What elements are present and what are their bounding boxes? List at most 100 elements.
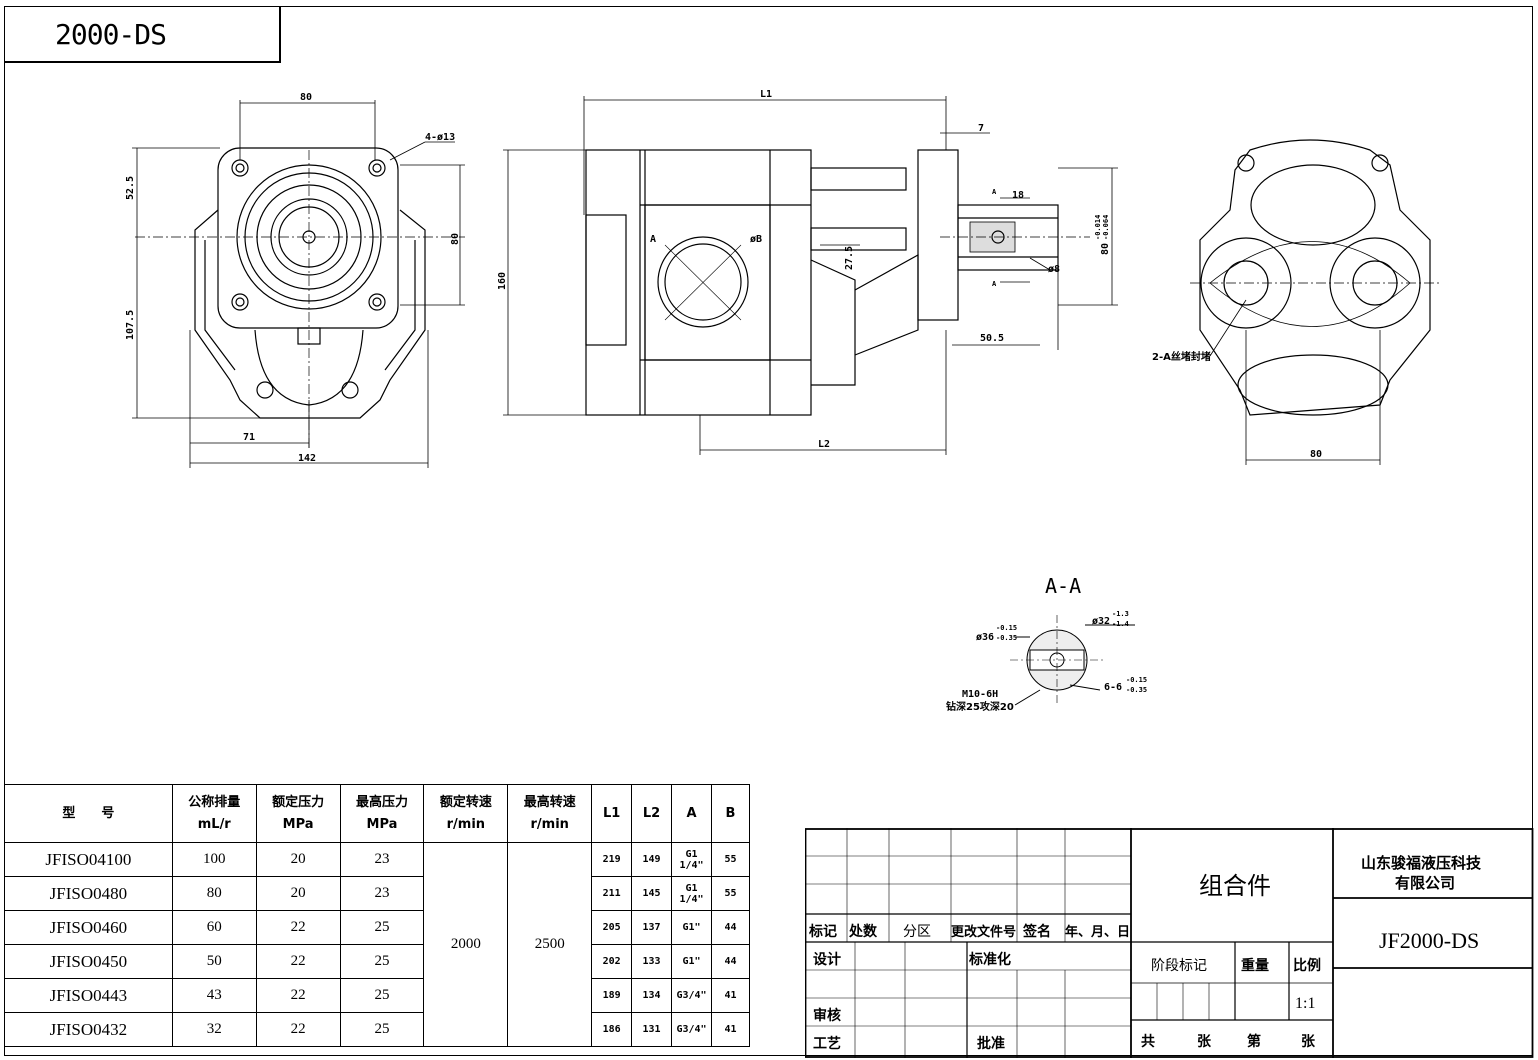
dim-sec-36: ø36 <box>976 632 994 643</box>
table-row: JFISO04100 100 20 23 2000 2500 219 149 G… <box>4 842 751 1047</box>
cell-disp: 50 <box>171 944 257 979</box>
cell-l2: 137 <box>631 910 673 945</box>
cell-b: 44 <box>710 944 751 979</box>
drawing-title-box: 2000-DS <box>5 6 281 63</box>
tb-scale-value: 1:1 <box>1295 995 1315 1012</box>
cell-b: 55 <box>710 842 751 877</box>
cell-rated-p: 22 <box>255 978 341 1013</box>
cell-model: JFISO0480 <box>4 876 173 911</box>
tb-part-name: 组合件 <box>1199 872 1271 900</box>
dim-sec-key: 6-6 <box>1104 682 1122 693</box>
cell-disp: 80 <box>171 876 257 911</box>
table-row: JFISO0460 60 22 25 205 137 G1" 44 <box>4 910 751 945</box>
dim-shaft-tol-lower: -0.064 <box>1102 215 1110 240</box>
cell-a: G3/4" <box>671 978 712 1013</box>
cell-rated-speed: 2000 <box>423 842 509 1047</box>
tb-stage-mark: 阶段标记 <box>1151 958 1207 974</box>
cell-b: 41 <box>710 978 751 1013</box>
cell-disp: 43 <box>171 978 257 1013</box>
dim-71: 71 <box>243 432 255 443</box>
cell-max-p: 25 <box>339 910 425 945</box>
cell-b: 44 <box>710 910 751 945</box>
cell-b: 41 <box>710 1012 751 1047</box>
tb-count: 处数 <box>848 923 878 940</box>
label-plug: 2-A丝堵封堵 <box>1152 350 1211 363</box>
drawing-title: 2000-DS <box>55 18 167 51</box>
tb-process: 工艺 <box>813 1035 841 1052</box>
tb-zone: 分区 <box>903 924 931 940</box>
header-model: 型 号 <box>4 784 173 843</box>
cell-a: G1" <box>671 944 712 979</box>
dim-L1: L1 <box>760 89 772 100</box>
cell-rated-p: 22 <box>255 944 341 979</box>
header-B: B <box>710 784 751 843</box>
tb-approve: 批准 <box>977 1035 1005 1052</box>
cell-model: JFISO0443 <box>4 978 173 1013</box>
cell-l1: 211 <box>591 876 633 911</box>
side-dimensions <box>503 96 1118 455</box>
rear-dimensions <box>1209 299 1381 465</box>
tb-mark: 标记 <box>808 923 837 940</box>
cell-l2: 131 <box>631 1012 673 1047</box>
section-mark-A-bottom: A <box>992 280 997 288</box>
dim-sec-key-tol-l: -0.35 <box>1126 686 1147 694</box>
front-dimensions <box>132 100 465 468</box>
dim-phi8: ø8 <box>1048 264 1060 275</box>
cell-l2: 134 <box>631 978 673 1013</box>
dim-7: 7 <box>978 123 984 134</box>
cell-l1: 189 <box>591 978 633 1013</box>
table-row: JFISO0480 80 20 23 211 145 G1 1/4" 55 <box>4 876 751 911</box>
header-A: A <box>671 784 712 843</box>
section-view <box>1010 615 1135 706</box>
dim-sec-32: ø32 <box>1092 616 1110 627</box>
dim-sec-36-tol-u: -0.15 <box>996 624 1017 632</box>
dimension-labels: 80 4-ø13 52.5 80 107.5 71 142 L1 L2 7 18… <box>125 89 1322 713</box>
table-row: JFISO0432 32 22 25 186 131 G3/4" 41 <box>4 1012 751 1047</box>
header-L2: L2 <box>631 784 673 843</box>
table-row: JFISO0443 43 22 25 189 134 G3/4" 41 <box>4 978 751 1013</box>
cell-max-p: 25 <box>339 978 425 1013</box>
cell-max-p: 23 <box>339 842 425 877</box>
front-view <box>135 147 465 450</box>
tb-weight: 重量 <box>1241 957 1269 974</box>
dim-sec-36-tol-l: -0.35 <box>996 634 1017 642</box>
cell-a: G1 1/4" <box>671 876 712 911</box>
cell-l2: 149 <box>631 842 673 877</box>
tb-company-1: 山东骏福液压科技 <box>1361 854 1482 872</box>
tb-scale: 比例 <box>1293 957 1321 974</box>
header-L1: L1 <box>591 784 633 843</box>
tb-change-doc: 更改文件号 <box>951 924 1016 940</box>
label-port-A: A <box>650 234 656 245</box>
table-row: JFISO0450 50 22 25 202 133 G1" 44 <box>4 944 751 979</box>
cell-disp: 60 <box>171 910 257 945</box>
drawing-frame <box>4 6 1533 1056</box>
side-view <box>585 149 1090 416</box>
dim-27-5: 27.5 <box>844 246 855 270</box>
technical-drawing: 80 4-ø13 52.5 80 107.5 71 142 L1 L2 7 18… <box>125 89 1440 713</box>
cell-rated-p: 22 <box>255 910 341 945</box>
title-block: 标记 处数 分区 更改文件号 签名 年、月、日 设计 标准化 审核 工艺 批准 … <box>805 828 1534 1058</box>
tb-company-2: 有限公司 <box>1395 874 1455 892</box>
tb-design: 设计 <box>813 951 841 968</box>
dim-52-5: 52.5 <box>125 176 136 200</box>
tb-sheets2: 张 <box>1301 1034 1316 1050</box>
cell-model: JFISO0450 <box>4 944 173 979</box>
cell-rated-p: 20 <box>255 842 341 877</box>
cell-rated-p: 20 <box>255 876 341 911</box>
cell-max-p: 25 <box>339 1012 425 1047</box>
cell-disp: 100 <box>171 842 257 877</box>
dim-160: 160 <box>497 272 508 290</box>
dim-sec-32-tol: -1.3 <box>1112 610 1129 618</box>
dim-L2: L2 <box>818 439 830 450</box>
cell-l1: 202 <box>591 944 633 979</box>
dim-sec-32-tol-l: -1.4 <box>1112 620 1129 628</box>
tb-standard: 标准化 <box>968 951 1011 968</box>
dim-rear-80: 80 <box>1310 449 1322 460</box>
label-port-phiB: øB <box>750 234 762 245</box>
cell-b: 55 <box>710 876 751 911</box>
tb-review: 审核 <box>813 1007 841 1024</box>
dim-front-80-right: 80 <box>450 233 461 245</box>
